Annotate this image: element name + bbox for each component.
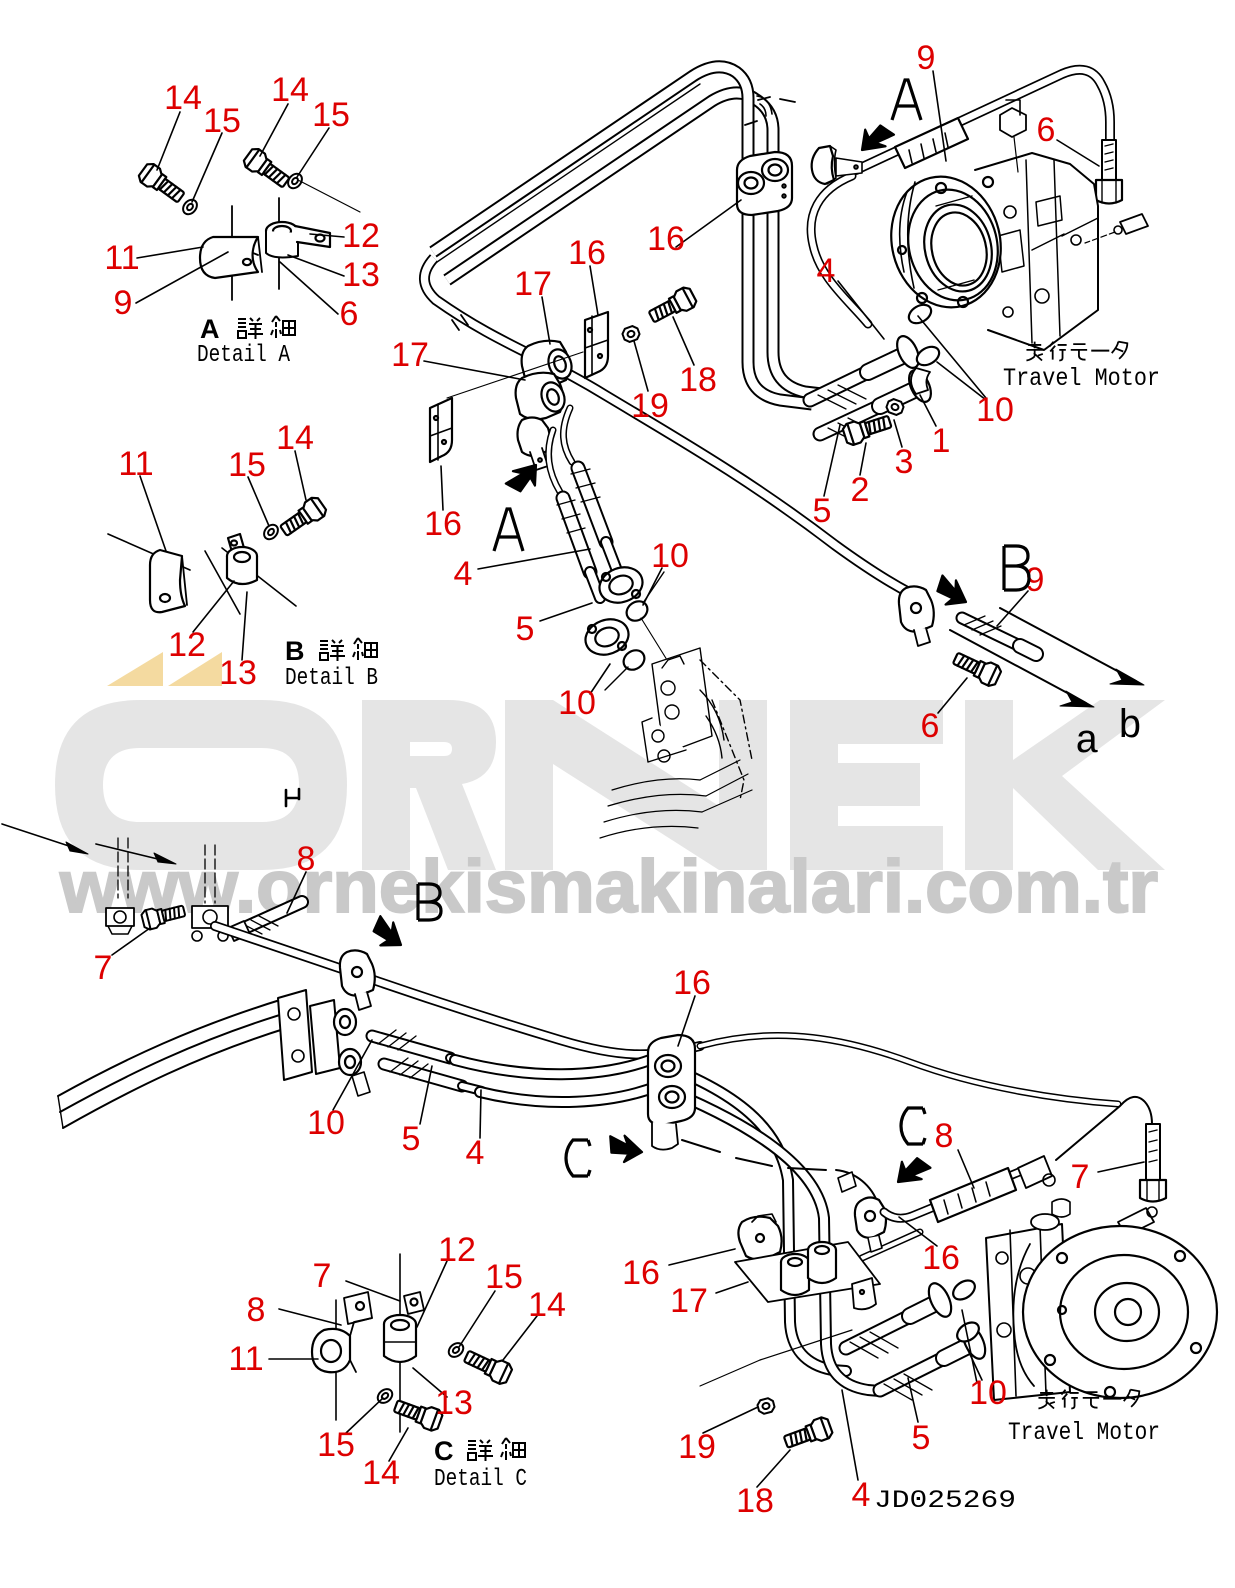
svg-text:17: 17 bbox=[670, 1282, 708, 1320]
svg-text:14: 14 bbox=[276, 419, 314, 457]
svg-text:8: 8 bbox=[247, 1291, 266, 1329]
svg-text:7: 7 bbox=[1071, 1158, 1090, 1196]
svg-text:10: 10 bbox=[307, 1104, 345, 1142]
svg-text:Detail B: Detail B bbox=[285, 665, 378, 692]
svg-text:17: 17 bbox=[514, 265, 552, 303]
svg-text:16: 16 bbox=[922, 1239, 960, 1277]
svg-text:13: 13 bbox=[342, 256, 380, 294]
svg-text:11: 11 bbox=[118, 445, 153, 483]
svg-text:14: 14 bbox=[164, 79, 202, 117]
svg-text:www.ornekismakinalari.com.tr: www.ornekismakinalari.com.tr bbox=[59, 845, 1158, 928]
svg-text:17: 17 bbox=[391, 336, 429, 374]
svg-text:Detail C: Detail C bbox=[434, 1466, 527, 1493]
svg-text:10: 10 bbox=[969, 1374, 1007, 1412]
svg-text:10: 10 bbox=[558, 684, 596, 722]
svg-text:15: 15 bbox=[485, 1258, 523, 1296]
svg-text:14: 14 bbox=[528, 1286, 566, 1324]
svg-text:16: 16 bbox=[673, 964, 711, 1002]
svg-text:19: 19 bbox=[678, 1428, 716, 1466]
svg-text:12: 12 bbox=[342, 217, 380, 255]
svg-text:B: B bbox=[285, 636, 305, 666]
svg-text:A: A bbox=[200, 314, 220, 344]
svg-text:6: 6 bbox=[1037, 111, 1056, 149]
svg-text:b: b bbox=[1118, 705, 1142, 750]
svg-text:16: 16 bbox=[424, 505, 462, 543]
svg-text:4: 4 bbox=[466, 1134, 485, 1172]
svg-text:4: 4 bbox=[852, 1476, 871, 1514]
svg-text:14: 14 bbox=[271, 71, 309, 109]
svg-text:4: 4 bbox=[817, 252, 836, 290]
svg-text:5: 5 bbox=[813, 492, 832, 530]
svg-text:1: 1 bbox=[932, 422, 951, 460]
svg-text:C: C bbox=[434, 1436, 454, 1466]
svg-text:7: 7 bbox=[313, 1257, 332, 1295]
svg-text:Travel Motor: Travel Motor bbox=[1008, 1418, 1160, 1447]
svg-text:15: 15 bbox=[312, 96, 350, 134]
svg-text:13: 13 bbox=[219, 654, 257, 692]
svg-text:7: 7 bbox=[94, 949, 113, 987]
svg-text:16: 16 bbox=[647, 220, 685, 258]
svg-text:15: 15 bbox=[203, 102, 241, 140]
svg-text:Detail A: Detail A bbox=[197, 342, 290, 369]
svg-text:15: 15 bbox=[228, 446, 266, 484]
svg-text:10: 10 bbox=[651, 537, 689, 575]
svg-text:10: 10 bbox=[976, 391, 1014, 429]
svg-text:4: 4 bbox=[454, 555, 473, 593]
svg-text:6: 6 bbox=[921, 707, 940, 745]
svg-text:19: 19 bbox=[631, 387, 669, 425]
svg-text:3: 3 bbox=[895, 443, 914, 481]
svg-text:8: 8 bbox=[297, 840, 316, 878]
svg-text:5: 5 bbox=[912, 1419, 931, 1457]
svg-text:2: 2 bbox=[851, 471, 870, 509]
svg-text:13: 13 bbox=[435, 1384, 473, 1422]
svg-text:15: 15 bbox=[317, 1426, 355, 1464]
svg-text:9: 9 bbox=[917, 39, 936, 77]
svg-text:11: 11 bbox=[104, 239, 139, 277]
svg-text:9: 9 bbox=[1026, 561, 1045, 599]
svg-text:5: 5 bbox=[516, 610, 535, 648]
svg-text:6: 6 bbox=[340, 295, 359, 333]
svg-text:a: a bbox=[1075, 720, 1099, 765]
svg-text:14: 14 bbox=[362, 1454, 400, 1492]
svg-text:16: 16 bbox=[568, 234, 606, 272]
svg-text:18: 18 bbox=[736, 1482, 774, 1520]
svg-text:Travel Motor: Travel Motor bbox=[1003, 364, 1160, 393]
svg-text:9: 9 bbox=[114, 284, 133, 322]
svg-text:JD025269: JD025269 bbox=[874, 1486, 1016, 1515]
svg-text:5: 5 bbox=[402, 1120, 421, 1158]
svg-text:16: 16 bbox=[622, 1254, 660, 1292]
svg-text:12: 12 bbox=[168, 626, 206, 664]
svg-text:18: 18 bbox=[679, 361, 717, 399]
svg-text:11: 11 bbox=[228, 1340, 263, 1378]
svg-text:12: 12 bbox=[438, 1231, 476, 1269]
svg-text:8: 8 bbox=[935, 1117, 954, 1155]
